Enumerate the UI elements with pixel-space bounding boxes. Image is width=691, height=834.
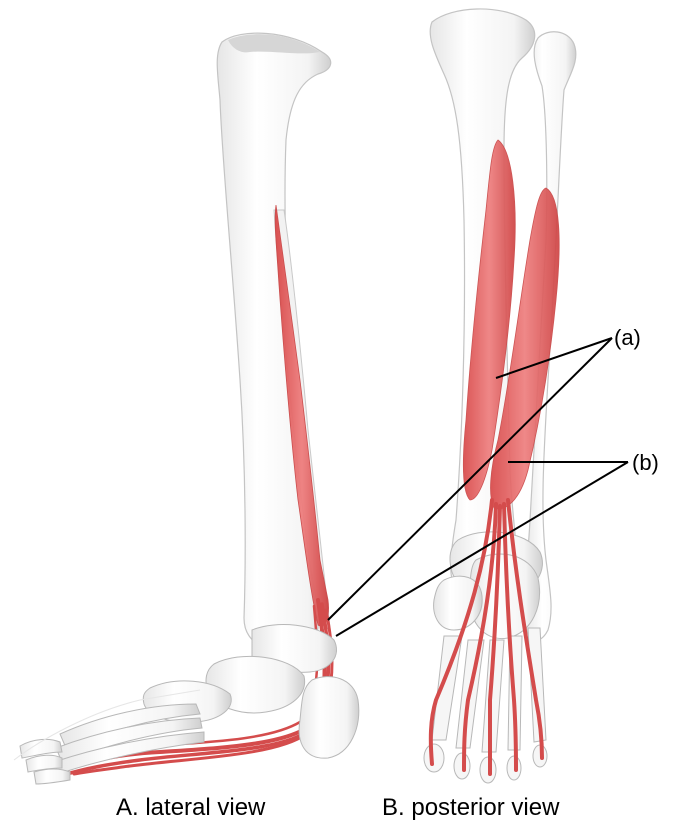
- lateral-view: [14, 33, 359, 784]
- callout-label-a: (a): [614, 325, 641, 350]
- caption-posterior-view: B. posterior view: [382, 794, 560, 821]
- caption-lateral-view: A. lateral view: [116, 794, 266, 821]
- callout-label-b: (b): [632, 450, 659, 475]
